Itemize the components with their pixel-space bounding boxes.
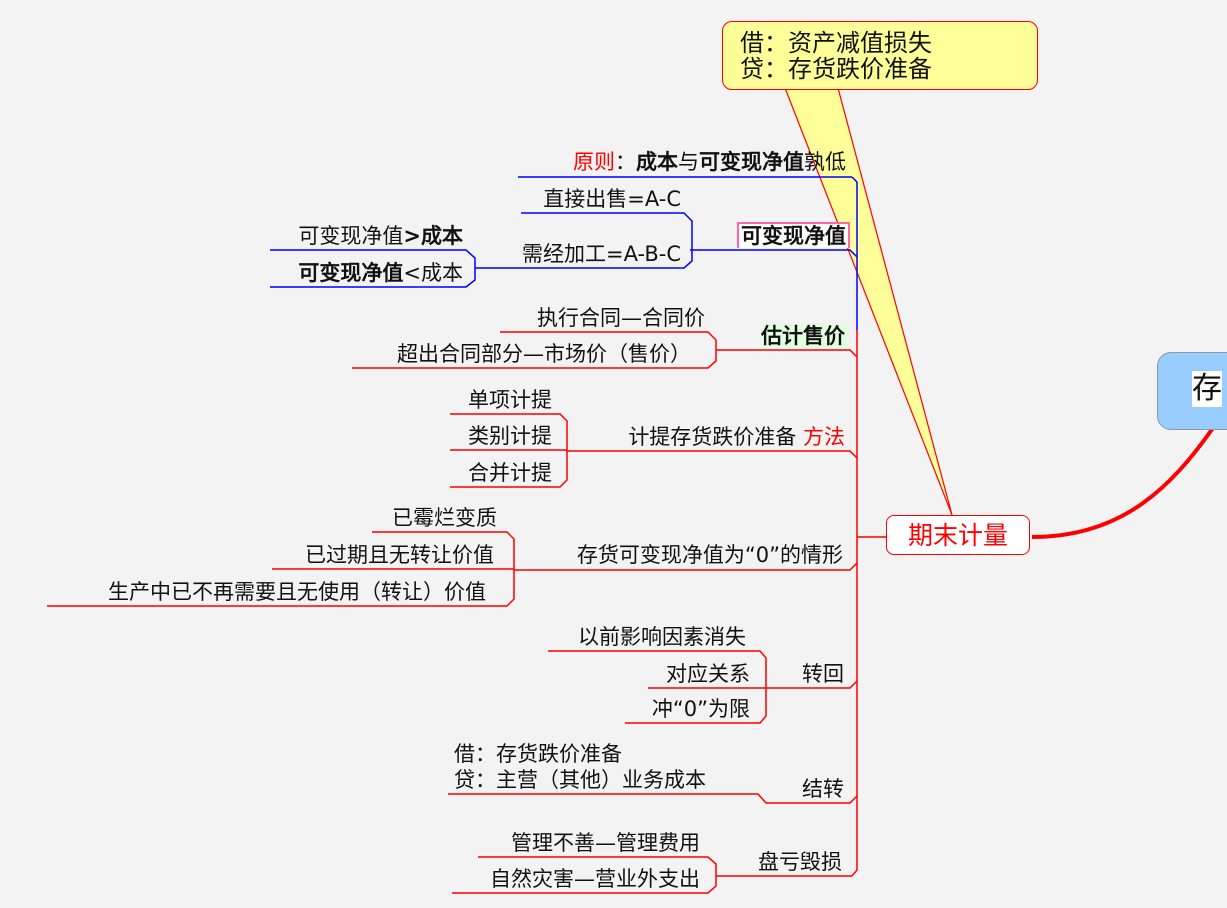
node-nrv-lt-cost[interactable]: 可变现净值<成本 <box>298 259 463 287</box>
price-label: 估计售价 <box>761 324 848 348</box>
nrv-bracket <box>500 212 693 269</box>
node-reversal[interactable]: 转回 <box>802 662 844 686</box>
callout-text: 借：资产减值损失 贷：存货跌价准备 <box>740 30 932 82</box>
node-principle[interactable]: 原则：成本与可变现净值孰低 <box>573 148 846 176</box>
principle-part3: 可变现净值 <box>699 150 804 174</box>
gt-a: 可变现净值 <box>298 224 404 248</box>
node-expired[interactable]: 已过期且无转让价值 <box>305 543 494 567</box>
callout-debit: 借：资产减值损失 <box>740 29 932 57</box>
zero-bracket <box>47 531 515 607</box>
node-method[interactable]: 计提存货跌价准备 方法 <box>628 423 845 451</box>
root-connector <box>1031 423 1217 539</box>
journal-callout[interactable] <box>722 21 1038 90</box>
node-processing[interactable]: 需经加工=A-B-C <box>522 242 681 266</box>
principle-prefix: 原则 <box>573 150 615 174</box>
price-line <box>716 349 858 358</box>
price-bracket <box>352 331 717 369</box>
node-nrv-gt-cost[interactable]: 可变现净值>成本 <box>298 222 463 250</box>
node-estimated-price[interactable]: 估计售价 <box>761 322 848 350</box>
reversal-line <box>766 680 858 689</box>
node-factor-gone[interactable]: 以前影响因素消失 <box>578 625 746 649</box>
root-label: 存 <box>1192 371 1222 407</box>
transfer-debit: 借：存货跌价准备 <box>454 742 622 766</box>
reversal-bracket <box>548 650 767 724</box>
node-correspondence[interactable]: 对应关系 <box>666 662 750 686</box>
nrv-label: 可变现净值 <box>737 222 850 248</box>
gt-b: >成本 <box>403 224 463 248</box>
root-node[interactable]: 存 <box>1157 352 1227 430</box>
lt-b: <成本 <box>403 261 463 285</box>
node-direct-sale[interactable]: 直接出售=A-C <box>543 187 681 211</box>
nrv-line <box>690 249 858 258</box>
node-limit-zero[interactable]: 冲“0”为限 <box>651 697 750 721</box>
zero-line <box>514 562 858 571</box>
node-no-longer-needed[interactable]: 生产中已不再需要且无使用（转让）价值 <box>108 580 486 604</box>
node-transfer[interactable]: 结转 <box>802 777 844 801</box>
node-poor-management[interactable]: 管理不善—管理费用 <box>511 831 700 855</box>
spine-red <box>851 330 858 877</box>
processing-bracket <box>270 249 476 288</box>
node-nrv[interactable]: 可变现净值 <box>737 222 850 250</box>
principle-colon: ： <box>615 150 636 174</box>
node-transfer-entry[interactable]: 借：存货跌价准备 贷：主营（其他）业务成本 <box>454 741 706 793</box>
loss-bracket <box>452 856 717 894</box>
principle-part1: 成本 <box>636 150 678 174</box>
node-single-item[interactable]: 单项计提 <box>468 388 552 412</box>
node-spoiled[interactable]: 已霉烂变质 <box>392 506 497 530</box>
lt-a: 可变现净值 <box>298 261 404 285</box>
method-label: 计提存货跌价准备 <box>628 425 797 449</box>
method-suffix: 方法 <box>803 425 845 449</box>
principle-part2: 与 <box>678 150 699 174</box>
node-combined[interactable]: 合并计提 <box>468 461 552 485</box>
method-line <box>567 450 858 459</box>
method-bracket <box>450 413 568 488</box>
node-contract-price[interactable]: 执行合同—合同价 <box>537 306 705 330</box>
transfer-line <box>448 793 858 804</box>
node-natural-disaster[interactable]: 自然灾害—营业外支出 <box>490 867 700 891</box>
node-inventory-loss[interactable]: 盘亏毁损 <box>758 850 842 874</box>
callout-credit: 贷：存货跌价准备 <box>740 55 932 83</box>
node-category[interactable]: 类别计提 <box>468 424 552 448</box>
spine-blue <box>851 176 858 330</box>
center-node[interactable]: 期末计量 <box>886 515 1030 555</box>
node-market-price[interactable]: 超出合同部分—市场价（售价） <box>397 342 691 366</box>
node-zero-nrv[interactable]: 存货可变现净值为“0”的情形 <box>576 543 843 567</box>
principle-part4: 孰低 <box>804 150 846 174</box>
transfer-credit: 贷：主营（其他）业务成本 <box>454 768 706 792</box>
